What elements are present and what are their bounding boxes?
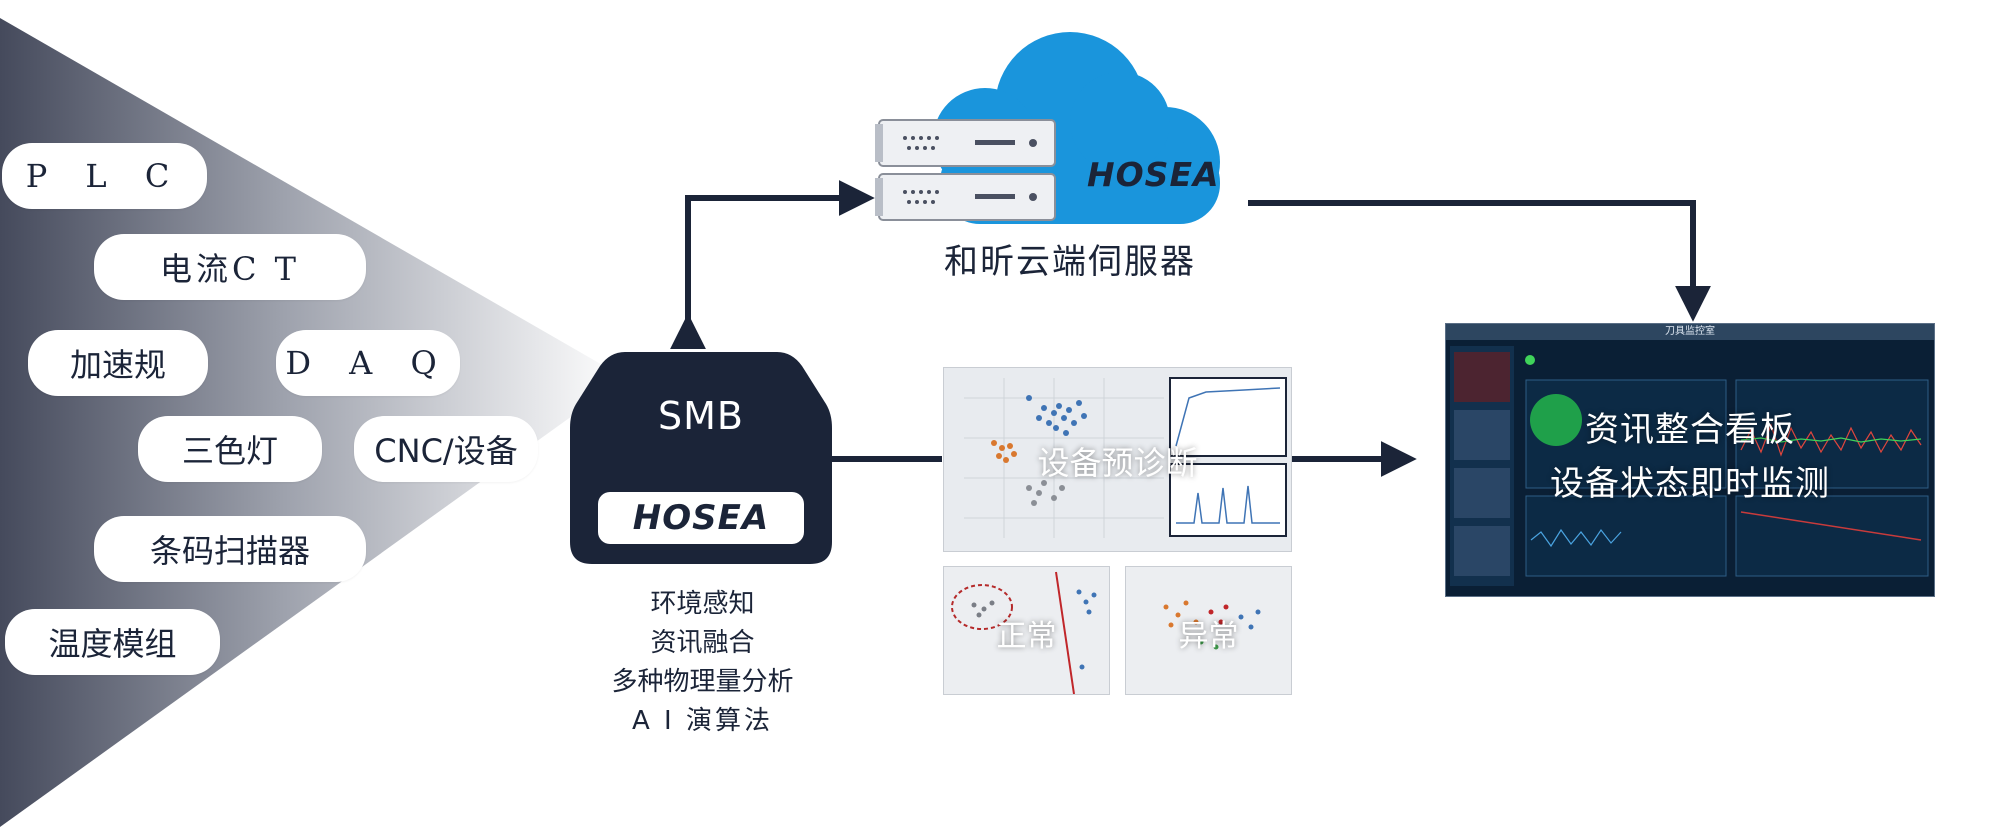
source-current-ct: 电流C T [94,234,366,300]
abnormal-scatter-image [1163,600,1261,650]
source-accelerometer: 加速规 [28,330,208,396]
diagnosis-main-label: 设备预诊断 [1037,444,1198,482]
feature-item: 多种物理量分析 [611,667,794,697]
server-icon [875,119,1056,221]
smb-features: 环境感知 资讯融合 多种物理量分析 A I 演算法 [560,585,845,741]
cloud-server-caption: 和昕云端伺服器 [944,242,1196,282]
source-cnc-device: CNC/设备 [354,416,538,482]
cloud-hosea-logo: HOSEA [1087,155,1220,194]
dashboard-content-image [1450,346,1929,586]
dashboard-window-title: 刀具监控室 [1446,324,1934,340]
smb-hosea-logo: HOSEA [598,492,804,544]
smb-cloud-link [670,180,875,350]
feature-item: 环境感知 [650,589,755,619]
feature-item: A I 演算法 [632,706,773,736]
normal-scatter-image [951,571,1097,694]
dashboard-line1: 资讯整合看板 [1585,410,1795,450]
dashboard-line2: 设备状态即时监测 [1550,464,1830,504]
normal-label: 正常 [996,619,1057,654]
abnormal-label: 异常 [1178,619,1239,654]
source-temperature-module: 温度模组 [5,609,220,675]
dashboard-screenshot: 刀具监控室 资讯整合看板 设备状态即时监测 [1445,323,1935,597]
smb-label: SMB [658,394,744,438]
source-plc: P L C [2,143,207,209]
scatter-plot-image [964,377,1287,538]
source-daq: D A Q [276,330,460,396]
diagnosis-normal-panel: 正常 [943,566,1110,695]
source-barcode-scanner: 条码扫描器 [94,516,366,582]
diagnosis-main-panel: 设备预诊断 [943,367,1292,552]
cloud-dashboard-link [1248,200,1711,322]
diagnosis-abnormal-panel: 异常 [1125,566,1292,695]
source-tri-color-light: 三色灯 [138,416,322,482]
feature-item: 资讯融合 [650,628,755,658]
